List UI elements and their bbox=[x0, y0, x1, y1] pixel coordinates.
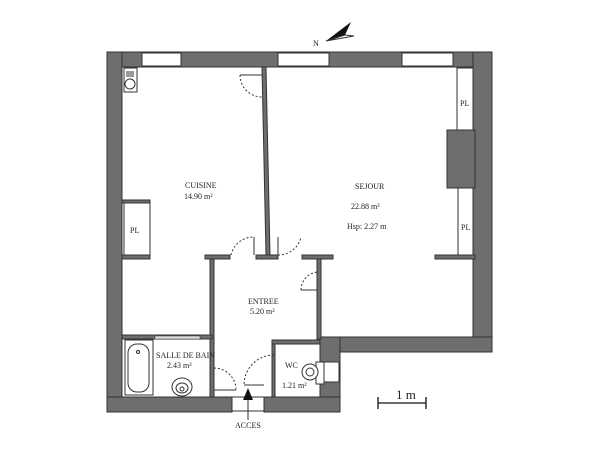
stove-icon bbox=[123, 67, 138, 93]
toilet-icon bbox=[301, 361, 325, 385]
room-wc-area: 1.21 m² bbox=[282, 381, 307, 390]
basin-icon bbox=[171, 377, 193, 397]
closets bbox=[123, 67, 474, 256]
access-arrow-icon bbox=[243, 388, 253, 420]
room-wc-name: WC bbox=[285, 361, 298, 370]
room-sdb-area: 2.43 m² bbox=[167, 361, 192, 370]
walls bbox=[106, 51, 493, 413]
scale-label: 1 m bbox=[396, 387, 416, 402]
room-sejour-name: SEJOUR bbox=[355, 182, 385, 191]
access-label: ACCES bbox=[235, 421, 261, 430]
windows bbox=[141, 52, 454, 383]
closet-label: PL bbox=[130, 226, 139, 235]
north-label: N bbox=[313, 39, 319, 48]
door-swings bbox=[213, 74, 320, 391]
room-sejour-height: Hsp: 2.27 m bbox=[347, 222, 387, 231]
room-cuisine-name: CUISINE bbox=[185, 181, 217, 190]
scale-bar bbox=[377, 397, 427, 409]
room-sdb-name: SALLE DE BAIN bbox=[156, 351, 215, 360]
closet-label: PL bbox=[460, 99, 469, 108]
closet-sejour-bottom bbox=[457, 187, 474, 256]
room-cuisine-area: 14.90 m² bbox=[184, 192, 213, 201]
closet-kitchen bbox=[123, 202, 151, 256]
closet-label: PL bbox=[461, 223, 470, 232]
north-arrow-icon bbox=[325, 22, 355, 42]
bathtub-icon bbox=[124, 339, 154, 396]
room-entree-name: ENTREE bbox=[248, 297, 279, 306]
closet-sejour-top bbox=[456, 67, 474, 131]
room-entree-area: 5.20 m² bbox=[250, 307, 275, 316]
room-sejour-area: 22.88 m² bbox=[351, 202, 380, 211]
